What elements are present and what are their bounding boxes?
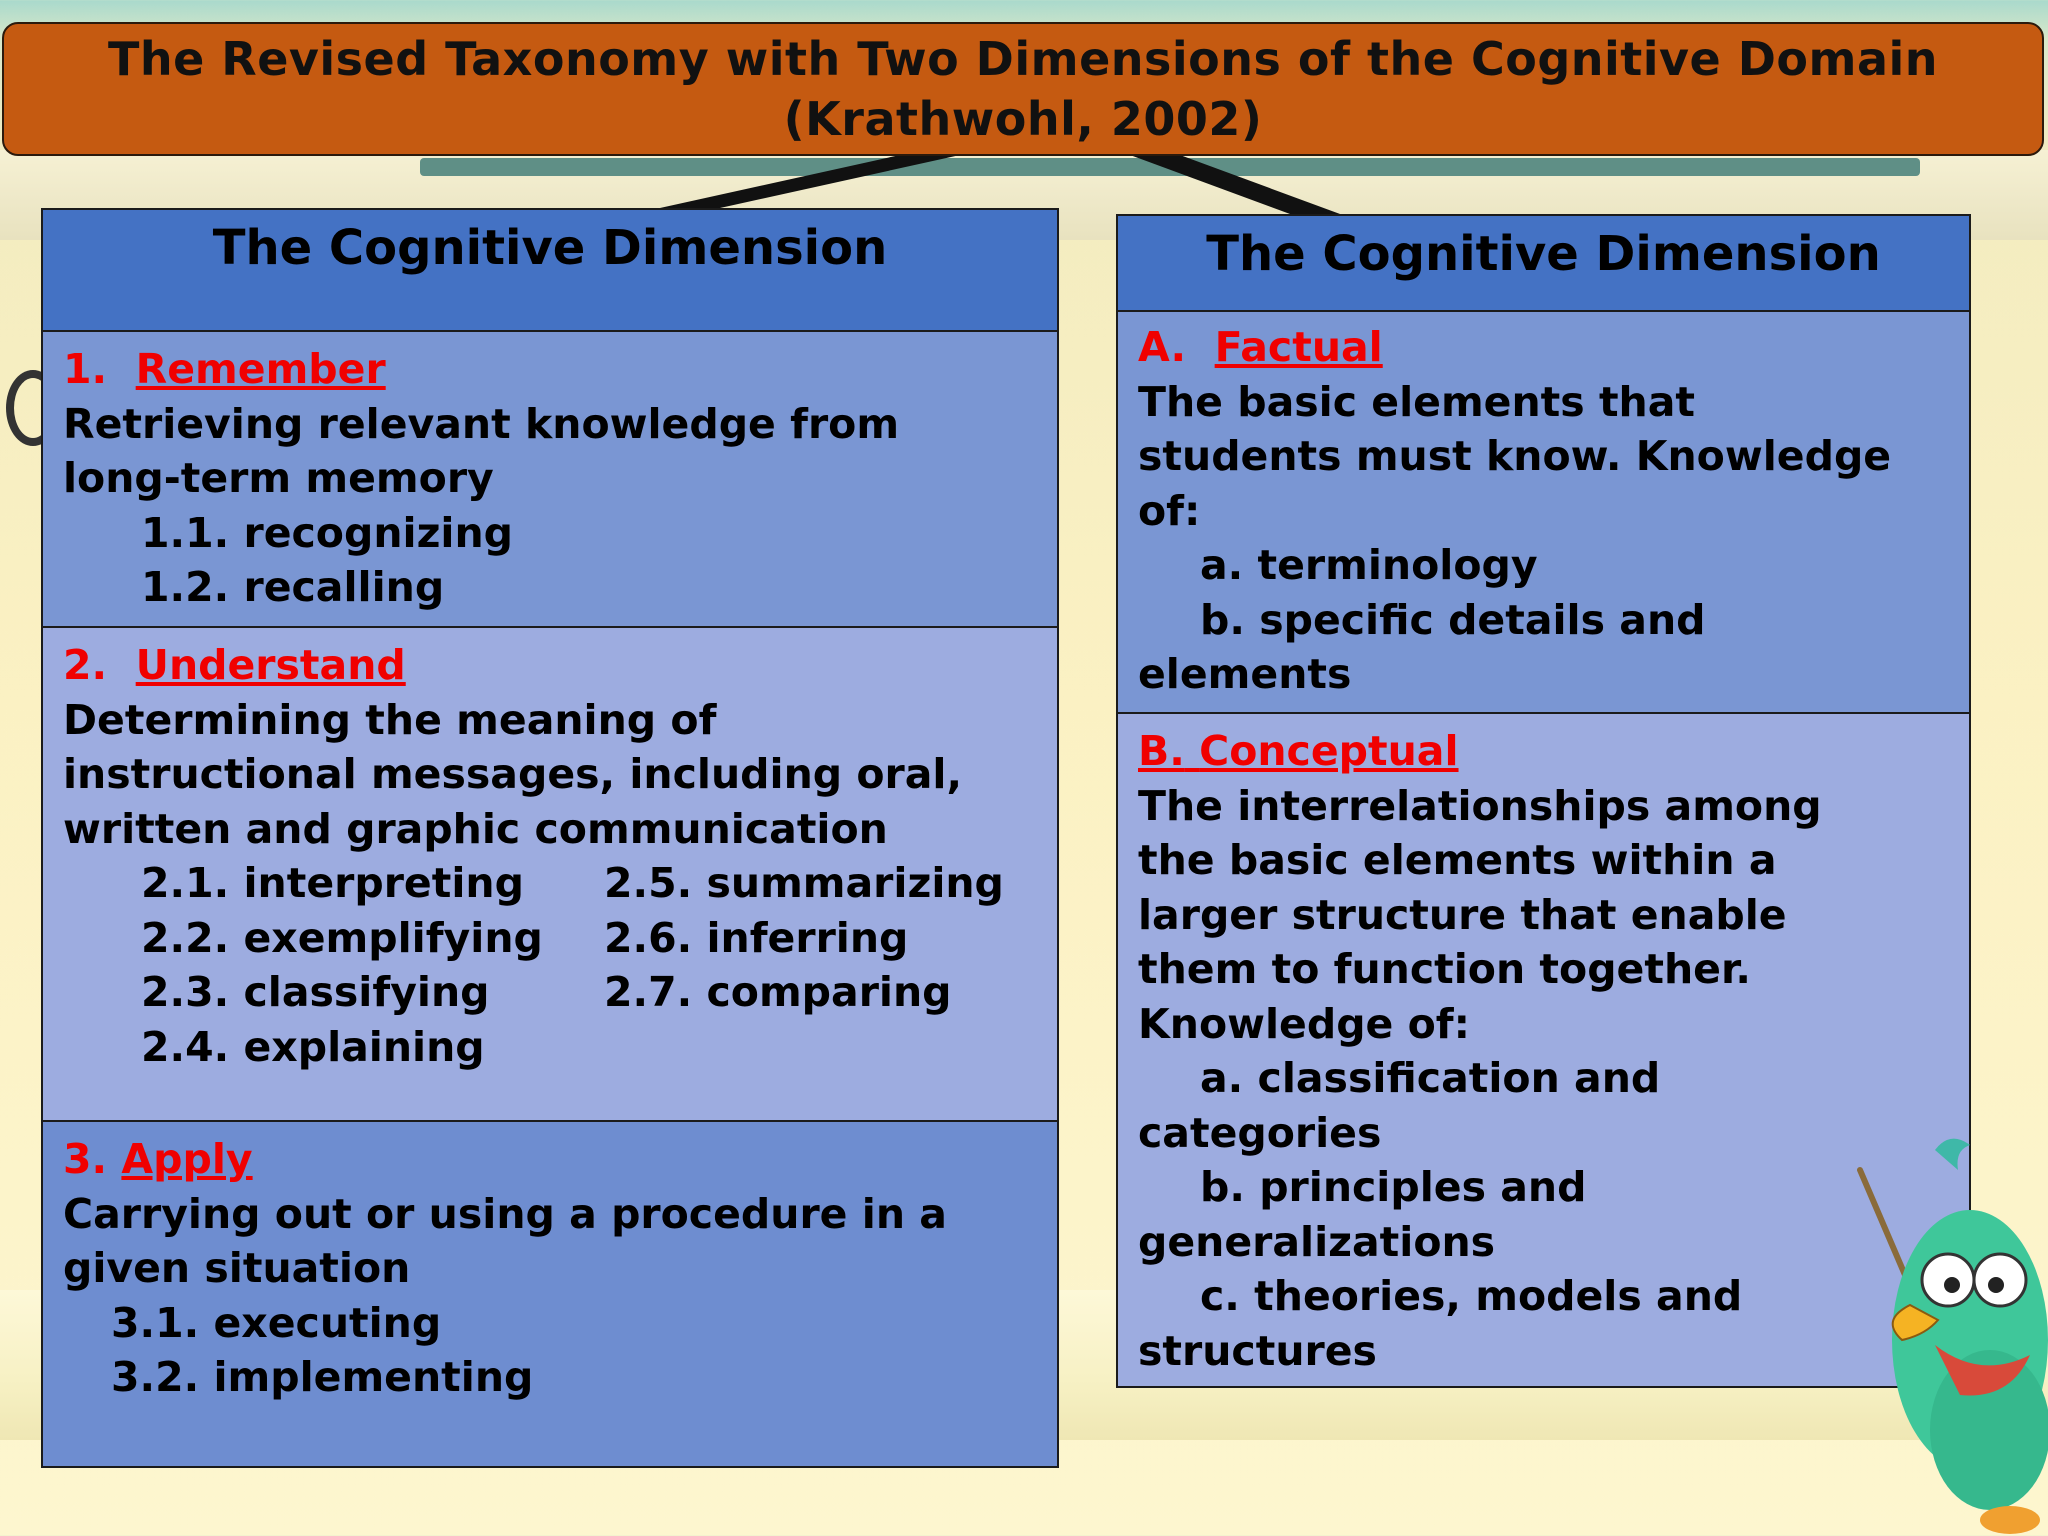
sub-item-row: 2.2. exemplifying 2.6. inferring (63, 911, 1057, 966)
slide-title: The Revised Taxonomy with Two Dimensions… (107, 32, 1939, 86)
section-number: 1. (63, 345, 108, 393)
section-desc-line: the basic elements within a (1138, 836, 1777, 884)
section-understand: 2. Understand Determining the meaning of… (43, 628, 1057, 1122)
knowledge-item: a. classification and (1200, 1054, 1661, 1102)
sub-item: 2.6. inferring (604, 913, 909, 962)
section-desc-line: long-term memory (63, 454, 494, 502)
section-desc-line: The basic elements that (1138, 377, 1696, 426)
knowledge-item-cont: categories (1138, 1108, 1382, 1157)
right-header-cell: The Cognitive Dimension (1118, 216, 1969, 312)
section-apply: 3. Apply Carrying out or using a procedu… (43, 1122, 1057, 1466)
section-desc-line: Determining the meaning of (63, 695, 717, 744)
sub-item: 2.4. explaining (141, 1022, 485, 1071)
title-connector-lines (660, 155, 1340, 214)
section-desc-line: larger structure that enable (1138, 890, 1787, 939)
left-dimension-table: The Cognitive Dimension 1. Remember Retr… (41, 208, 1059, 1468)
section-factual: A. Factual The basic elements that stude… (1118, 312, 1969, 714)
slide-title-box: The Revised Taxonomy with Two Dimensions… (2, 22, 2044, 156)
section-name: Remember (135, 345, 386, 393)
right-header: The Cognitive Dimension (1206, 226, 1881, 282)
knowledge-item-cont: generalizations (1138, 1217, 1496, 1266)
section-desc-line: written and graphic communication (63, 804, 888, 853)
section-number: 2. (63, 641, 108, 689)
section-desc-line: instructional messages, including oral, (63, 750, 963, 798)
left-header-cell: The Cognitive Dimension (43, 210, 1057, 332)
knowledge-item: b. principles and (1200, 1163, 1587, 1211)
section-number: 3. (63, 1135, 108, 1183)
section-desc-line: Knowledge of: (1138, 999, 1471, 1048)
section-desc-line: Retrieving relevant knowledge from (63, 399, 900, 448)
section-desc-line: The interrelationships among (1138, 781, 1822, 830)
slide-subtitle: (Krathwohl, 2002) (783, 92, 1263, 146)
sub-item: 1.1. recognizing (141, 508, 514, 557)
section-letter: A. (1138, 323, 1187, 371)
section-remember: 1. Remember Retrieving relevant knowledg… (43, 332, 1057, 628)
section-heading: 2. Understand (63, 638, 1057, 693)
section-name: Conceptual (1199, 727, 1459, 775)
sub-item: 2.7. comparing (604, 968, 952, 1016)
section-heading: B. Conceptual (1138, 724, 1969, 779)
section-name: Factual (1214, 323, 1383, 371)
section-letter: B. (1138, 727, 1185, 775)
sub-item-row: 2.1. interpreting 2.5. summarizing (63, 856, 1057, 911)
section-desc-line: given situation (63, 1244, 411, 1292)
sub-item: 2.5. summarizing (604, 859, 1004, 907)
sub-item: 2.1. interpreting (141, 859, 524, 907)
section-desc-line: Carrying out or using a procedure in a (63, 1189, 947, 1238)
left-header: The Cognitive Dimension (212, 220, 888, 276)
knowledge-item: b. specific details and (1200, 595, 1706, 644)
section-heading: A. Factual (1138, 320, 1969, 375)
section-name: Apply (121, 1135, 253, 1183)
sub-item: 3.2. implementing (111, 1353, 534, 1401)
right-dimension-table: The Cognitive Dimension A. Factual The b… (1116, 214, 1971, 1388)
sub-item: 3.1. executing (111, 1298, 442, 1347)
section-heading: 3. Apply (63, 1132, 1057, 1187)
section-name: Understand (135, 641, 406, 689)
background-ring (6, 370, 60, 446)
knowledge-item: c. theories, models and (1200, 1272, 1743, 1320)
bird-teacher-illustration (1857, 1138, 2048, 1534)
section-desc-line: them to function together. (1138, 945, 1751, 993)
sub-item: 1.2. recalling (141, 563, 445, 611)
sub-item-row: 2.3. classifying 2.7. comparing (63, 965, 1057, 1020)
knowledge-item-cont: structures (1138, 1326, 1377, 1375)
knowledge-item: a. terminology (1200, 541, 1538, 589)
sub-item: 2.3. classifying (141, 968, 490, 1016)
section-desc-line: students must know. Knowledge (1138, 432, 1892, 480)
sub-item-row: 2.4. explaining (63, 1020, 1057, 1075)
section-conceptual: B. Conceptual The interrelationships amo… (1118, 714, 1969, 1386)
section-heading: 1. Remember (63, 342, 1057, 397)
sub-item: 2.2. exemplifying (141, 913, 543, 962)
knowledge-item-cont: elements (1138, 650, 1352, 698)
section-desc-line: of: (1138, 486, 1201, 535)
